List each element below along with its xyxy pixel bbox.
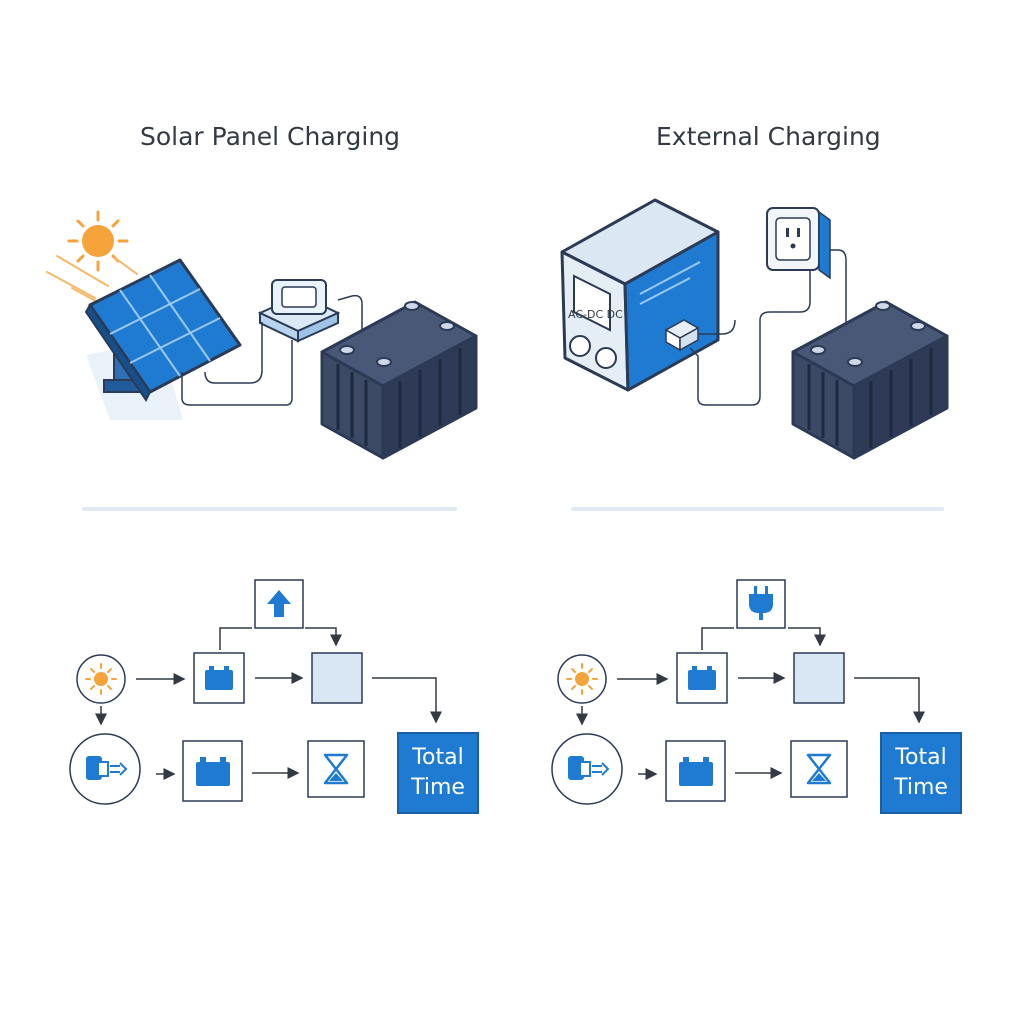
battery-icon bbox=[679, 757, 713, 786]
charge-stage-box bbox=[311, 652, 363, 704]
solar-flow bbox=[69, 579, 442, 805]
hourglass-icon bbox=[323, 753, 349, 785]
external-wiring bbox=[689, 249, 847, 406]
total-time-line-2: Time bbox=[894, 775, 948, 800]
solar-wiring bbox=[181, 294, 363, 406]
battery-icon bbox=[688, 666, 716, 690]
arrow-up-icon bbox=[267, 590, 291, 617]
plug-icon bbox=[749, 586, 773, 620]
solar-panel-icon bbox=[84, 258, 242, 420]
hourglass-icon bbox=[806, 753, 832, 785]
section-divider bbox=[571, 507, 944, 511]
battery-icon bbox=[196, 757, 230, 786]
total-time-line-1: Total bbox=[412, 745, 464, 770]
power-supply-icon: AC-DC DC bbox=[560, 198, 720, 392]
sun-icon bbox=[557, 654, 607, 704]
section-divider bbox=[82, 507, 457, 511]
total-time-line-2: Time bbox=[411, 775, 465, 800]
wall-outlet-icon bbox=[766, 207, 831, 280]
sun-icon bbox=[46, 210, 138, 307]
total-time-box: Total Time bbox=[880, 732, 962, 814]
battery-icon bbox=[791, 300, 949, 460]
total-time-box: Total Time bbox=[397, 732, 479, 814]
sun-icon bbox=[76, 654, 126, 704]
total-time-line-1: Total bbox=[895, 745, 947, 770]
adapter-icon bbox=[69, 733, 141, 805]
device-label: AC-DC DC bbox=[568, 308, 623, 321]
adapter-icon bbox=[551, 733, 623, 805]
battery-icon bbox=[205, 666, 233, 690]
battery-icon bbox=[320, 300, 478, 460]
charge-stage-box bbox=[793, 652, 845, 704]
external-flow bbox=[551, 579, 925, 805]
external-charging-title: External Charging bbox=[656, 122, 881, 151]
charge-controller-icon bbox=[257, 279, 341, 343]
solar-charging-title: Solar Panel Charging bbox=[140, 122, 401, 151]
